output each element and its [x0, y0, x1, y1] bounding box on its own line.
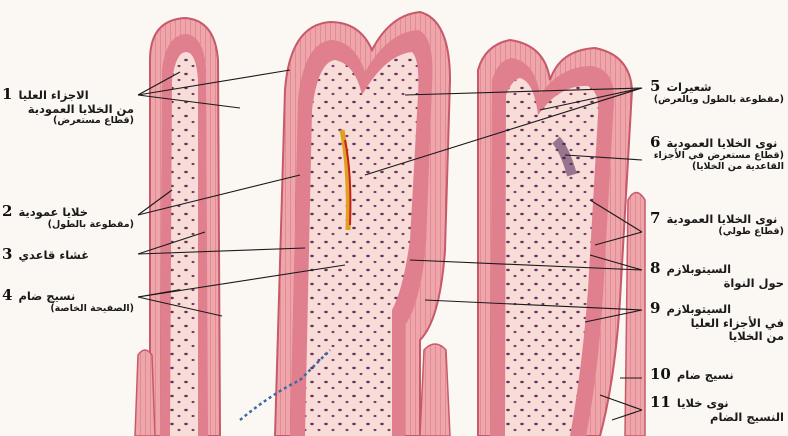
- label-2-number: 2: [2, 203, 12, 220]
- label-9-line-3: من الخلايا: [650, 330, 784, 343]
- label-6-line-1: نوى الخلايا العمودية: [666, 137, 777, 150]
- label-4-line-2: (الصفيحة الخاصة): [2, 304, 134, 315]
- label-10: 10 نسيج ضام: [650, 366, 784, 383]
- label-5-number: 5: [650, 78, 660, 95]
- label-9-number: 9: [650, 300, 660, 317]
- label-1-number: 1: [2, 86, 12, 103]
- label-8-number: 8: [650, 260, 660, 277]
- label-8-line-1: السيتوبلازم: [666, 263, 731, 276]
- label-11: 11 نوى خلايا النسيج الضام: [650, 394, 784, 424]
- label-4: 4 نسيج ضام (الصفيحة الخاصة): [2, 287, 134, 315]
- label-10-line-1: نسيج ضام: [677, 369, 734, 382]
- label-10-number: 10: [650, 366, 671, 383]
- label-5-line-1: شعيرات: [666, 81, 711, 94]
- label-7-line-2: (قطاع طولي): [650, 227, 784, 238]
- label-2-line-2: (مقطوعة بالطول): [2, 220, 134, 231]
- label-4-number: 4: [2, 287, 12, 304]
- label-7-line-1: نوى الخلايا العمودية: [666, 213, 777, 226]
- label-8-line-2: حول النواة: [650, 277, 784, 290]
- label-2: 2 خلايا عمودية (مقطوعة بالطول): [2, 203, 134, 231]
- label-11-number: 11: [650, 394, 671, 411]
- label-6-number: 6: [650, 134, 660, 151]
- label-3-number: 3: [2, 246, 12, 263]
- label-3-line-1: غشاء قاعدي: [18, 249, 89, 262]
- villus-right: [478, 40, 632, 436]
- label-2-line-1: خلايا عمودية: [18, 206, 88, 219]
- label-5: 5 شعيرات (مقطوعة بالطول وبالعرض): [650, 78, 784, 106]
- label-7: 7 نوى الخلايا العمودية (قطاع طولي): [650, 210, 784, 238]
- label-5-line-2: (مقطوعة بالطول وبالعرض): [650, 95, 784, 106]
- label-6-line-3: القاعدية من الخلايا): [650, 162, 784, 173]
- villus-left: [150, 18, 220, 436]
- label-3: 3 غشاء قاعدي: [2, 246, 134, 263]
- label-1-line-3: (قطاع مستعرض): [2, 116, 134, 127]
- label-4-line-1: نسيج ضام: [18, 290, 75, 303]
- label-11-line-1: نوى خلايا: [677, 397, 729, 410]
- label-11-line-2: النسيج الضام: [650, 411, 784, 424]
- label-9-line-1: السيتوبلازم: [666, 303, 731, 316]
- label-8: 8 السيتوبلازم حول النواة: [650, 260, 784, 290]
- label-1-line-1: الاجزاء العليا: [18, 89, 88, 102]
- label-7-number: 7: [650, 210, 660, 227]
